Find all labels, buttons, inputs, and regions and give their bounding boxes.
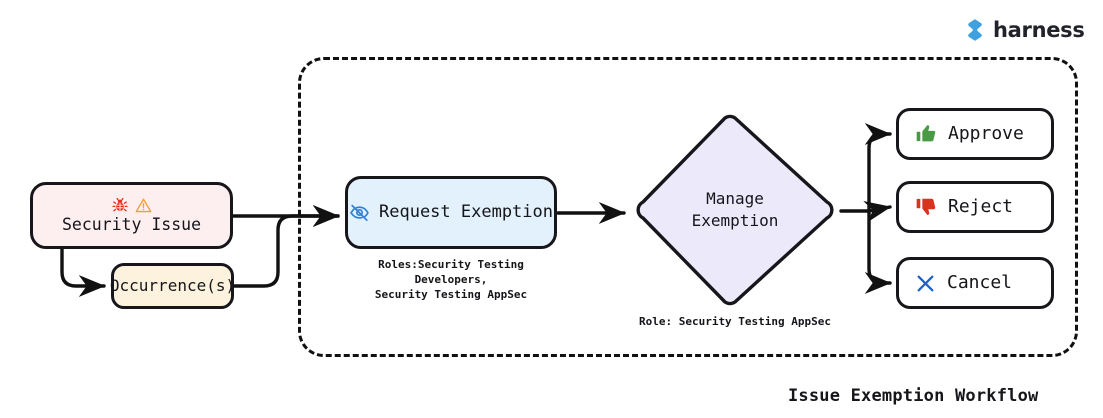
node-cancel-label: Cancel <box>947 271 1013 293</box>
harness-diamond-logo-icon <box>963 18 987 42</box>
brand-name: harness <box>993 17 1085 42</box>
harness-brand-logo: harness <box>963 18 1085 42</box>
caption-manage-exemption-role: Role: Security Testing AppSec <box>638 315 832 328</box>
node-approve[interactable]: Approve <box>896 108 1054 160</box>
node-request-exemption[interactable]: Request Exemption <box>345 176 557 249</box>
node-security-issue-label: Security Issue <box>61 214 202 234</box>
x-mark-icon <box>915 273 936 294</box>
eye-off-icon <box>349 202 370 223</box>
edge-security-issue-to-occurrences <box>60 247 106 297</box>
thumbs-up-icon <box>915 123 937 145</box>
node-occurrences-label: Occurrence(s) <box>109 276 236 295</box>
node-manage-exemption[interactable]: Manage Exemption <box>630 112 840 308</box>
node-occurrences[interactable]: Occurrence(s) <box>109 263 236 309</box>
bug-icon <box>111 197 128 213</box>
caption-request-exemption-roles: Roles:Security Testing Developers, Secur… <box>374 258 528 301</box>
manage-exemption-diamond-shape <box>636 114 834 306</box>
node-approve-label: Approve <box>948 122 1024 144</box>
node-reject-label: Reject <box>948 195 1014 217</box>
thumbs-down-icon <box>915 196 937 218</box>
warning-triangle-icon <box>135 197 152 214</box>
node-reject[interactable]: Reject <box>896 181 1054 233</box>
security-issue-icons <box>111 197 152 214</box>
node-security-issue[interactable]: Security Issue <box>30 182 233 249</box>
node-cancel[interactable]: Cancel <box>896 257 1054 309</box>
figure-title: Issue Exemption Workflow <box>788 386 1039 406</box>
node-request-exemption-label: Request Exemption <box>379 201 553 222</box>
exemption-workflow-boundary <box>298 57 1078 357</box>
